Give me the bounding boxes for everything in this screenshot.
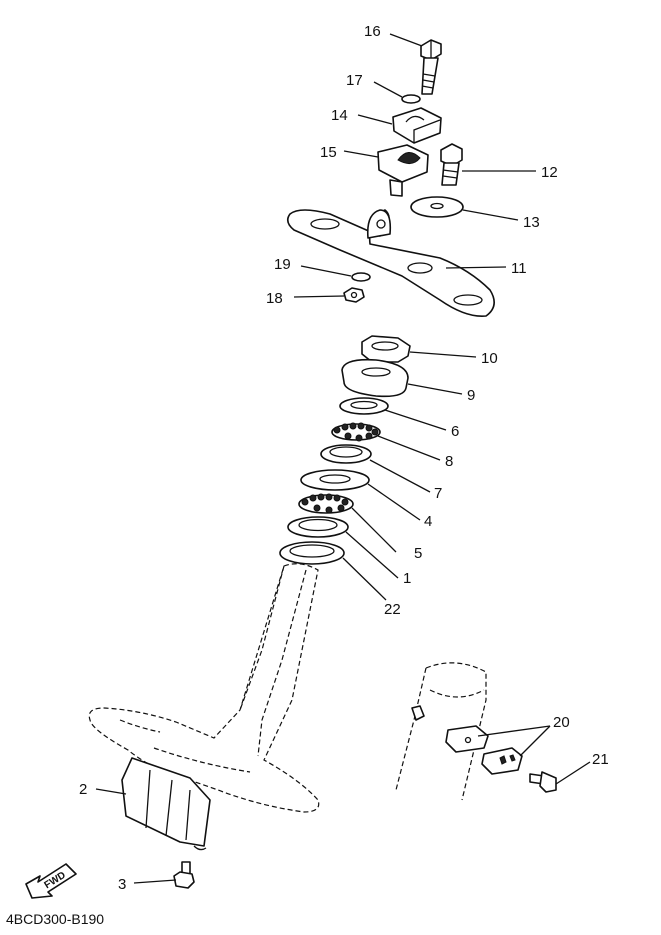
part-2-guard — [121, 757, 211, 851]
fwd-arrow-icon: FWD — [25, 863, 77, 899]
part-18-nut — [343, 287, 365, 303]
callout-8: 8 — [445, 453, 453, 470]
reference-code: 4BCD300-B190 — [6, 911, 104, 927]
leader-lines — [95, 33, 591, 884]
part-19-washer — [351, 272, 371, 282]
part-5-ball-bearing — [298, 493, 354, 514]
part-13-washer — [410, 196, 464, 218]
callout-2: 2 — [79, 781, 87, 798]
callout-20: 20 — [553, 714, 570, 731]
under-bracket-steering-stem — [88, 563, 320, 813]
callout-12: 12 — [541, 164, 558, 181]
callout-11: 11 — [511, 260, 527, 277]
part-12-bolt — [440, 143, 463, 186]
callout-labels: 16 17 14 15 12 13 11 19 18 10 9 6 8 7 4 … — [79, 23, 609, 893]
part-1-bearing-race — [287, 516, 349, 538]
callout-13: 13 — [523, 214, 540, 231]
part-8-ball-bearing — [331, 422, 381, 442]
callout-9: 9 — [467, 387, 475, 404]
part-22-dust-seal — [279, 541, 345, 565]
part-9-bearing-cover — [341, 358, 409, 398]
part-7-bearing-race — [320, 444, 372, 464]
part-21-screw — [529, 771, 557, 793]
callout-22: 22 — [384, 601, 401, 618]
part-10-ring-nut — [361, 335, 411, 363]
callout-5: 5 — [414, 545, 422, 562]
callout-10: 10 — [481, 350, 498, 367]
callout-18: 18 — [266, 290, 283, 307]
part-17-washer — [401, 94, 421, 104]
callout-3: 3 — [118, 876, 126, 893]
part-3-bolt — [173, 861, 195, 889]
part-16-bolt — [420, 39, 442, 95]
callout-14: 14 — [331, 107, 348, 124]
part-20-hose-clamp — [411, 705, 523, 775]
part-15-handlebar-holder-lower — [377, 144, 429, 197]
callout-6: 6 — [451, 423, 459, 440]
callout-16: 16 — [364, 23, 381, 40]
callout-21: 21 — [592, 751, 609, 768]
part-11-upper-bracket — [286, 209, 495, 317]
callout-7: 7 — [434, 485, 442, 502]
callout-1: 1 — [403, 570, 411, 587]
part-6-bearing-race — [339, 397, 389, 415]
fork-tube — [395, 662, 487, 801]
callout-4: 4 — [424, 513, 432, 530]
part-4-bearing-race — [300, 469, 370, 491]
callout-15: 15 — [320, 144, 337, 161]
callout-17: 17 — [346, 72, 363, 89]
part-14-handlebar-holder-upper — [392, 107, 442, 144]
callout-19: 19 — [274, 256, 291, 273]
